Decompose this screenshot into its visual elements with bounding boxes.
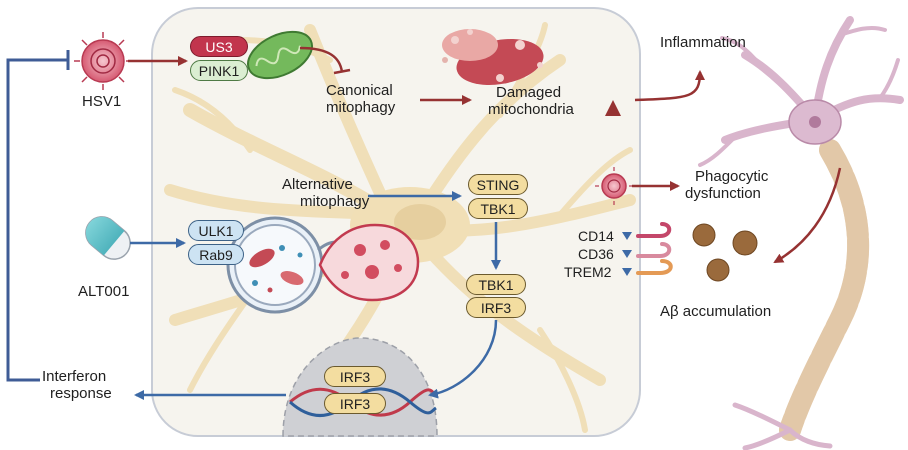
autophagosome-icon (226, 216, 350, 314)
dna-helix-icon (288, 387, 438, 417)
damaged-mitochondria-icon (442, 29, 544, 85)
interferon-response-label: Interferon response (42, 368, 112, 402)
alternative-line1: Alternative (282, 176, 353, 193)
neuron-to-abeta-arrow (773, 167, 842, 264)
amyloid-plaque-icon (692, 223, 758, 282)
mitochondrion-icon (247, 30, 313, 80)
damaged-line2: mitochondria (488, 101, 574, 118)
ulk1-pill: ULK1 (188, 220, 244, 241)
lysosome-icon (318, 223, 420, 302)
rab9-pill: Rab9 (188, 244, 244, 265)
capsule-icon (85, 216, 131, 260)
pink1-pill: PINK1 (190, 60, 248, 81)
irf3-bottom-pill: IRF3 (324, 393, 386, 414)
cd36-label: CD36 (578, 246, 614, 262)
neuron-icon (698, 16, 904, 450)
phagocytic-line1: Phagocytic (695, 168, 769, 185)
alternative-line2: mitophagy (300, 193, 370, 210)
virus-icon (74, 32, 132, 90)
canonical-line2: mitophagy (326, 99, 396, 116)
irf3-top-pill: IRF3 (324, 366, 386, 387)
damaged-to-inflammation-arrow (634, 70, 705, 102)
us3-inhibition-line (299, 46, 344, 73)
phagocytic-dysfunction-label: Phagocytic dysfunction (685, 168, 768, 202)
abeta-label: Aβ accumulation (660, 303, 772, 320)
trem2-label: TREM2 (564, 264, 612, 280)
damaged-line1: Damaged (496, 84, 562, 101)
damaged-mitochondria-label: Damaged mitochondria (488, 84, 574, 118)
interferon-inhibition-line (6, 58, 68, 382)
cd14-label: CD14 (578, 228, 614, 244)
tbk1-top-pill: TBK1 (468, 198, 528, 219)
alt001-label: ALT001 (78, 283, 130, 300)
decrease-triangles (622, 232, 632, 276)
phagocytic-line2: dysfunction (685, 185, 761, 202)
neuron-nucleus (809, 116, 821, 128)
irf3-to-nucleus-arrow (428, 319, 498, 399)
interferon-line2: response (50, 385, 112, 402)
us3-pill: US3 (190, 36, 248, 57)
alternative-mitophagy-label: Alternative mitophagy (282, 176, 369, 210)
increase-triangle (605, 100, 621, 116)
canonical-line1: Canonical (326, 82, 393, 99)
canonical-mitophagy-label: Canonical mitophagy (326, 82, 395, 116)
tbk1-mid-pill: TBK1 (466, 274, 526, 295)
sting-pill: STING (468, 174, 528, 195)
interferon-line1: Interferon (42, 368, 107, 385)
virus-icon (595, 167, 633, 205)
inflammation-label: Inflammation (660, 34, 746, 51)
receptor-icons (636, 222, 673, 275)
irf3-mid-pill: IRF3 (466, 297, 526, 318)
microglia-nucleus (394, 204, 446, 240)
hsv1-label: HSV1 (82, 93, 122, 110)
